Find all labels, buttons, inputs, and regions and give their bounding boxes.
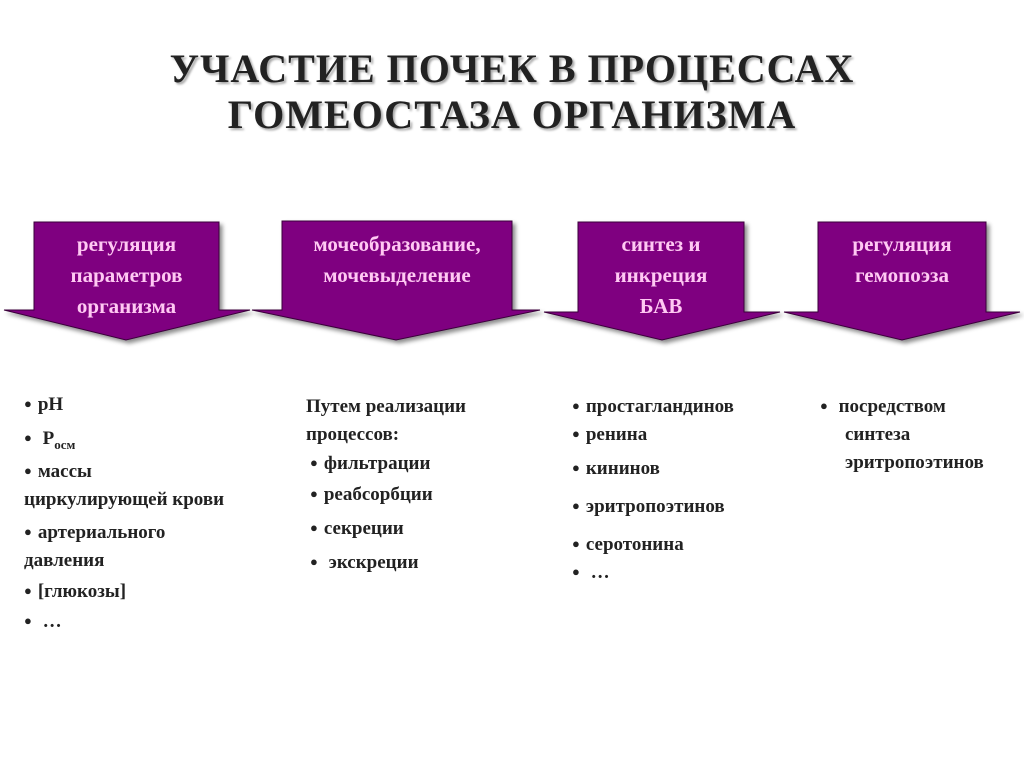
etc-label: …: [42, 611, 62, 632]
list-item-arterial-pressure: ● артериального: [24, 522, 165, 544]
bullet-icon: ●: [24, 613, 32, 628]
list-item-secretion: ● секреции: [310, 518, 404, 540]
p-label: P: [42, 428, 55, 449]
title-line-2: ГОМЕОСТАЗА ОРГАНИЗМА: [227, 92, 797, 137]
filtration-label: фильтрации: [323, 453, 431, 474]
bullet-icon: ●: [572, 536, 580, 551]
arrow-1-shape: [3, 221, 251, 341]
bullet-icon: ●: [24, 430, 32, 445]
etc-label: …: [590, 562, 610, 583]
arrow-2-line-2: мочевыделение: [323, 263, 471, 287]
bullet-icon: ●: [310, 486, 318, 501]
erythropoietins-label: эритропоэтинов: [845, 452, 984, 473]
arrow-1-line-1: регуляция: [76, 232, 177, 256]
arrow-3-line-3: БАВ: [639, 294, 683, 318]
title-line-1: УЧАСТИЕ ПОЧЕК В ПРОЦЕССАХ: [169, 46, 855, 91]
mass-line-2: циркулирующей крови: [24, 489, 225, 510]
bullet-icon: ●: [310, 554, 318, 569]
list-item-osmotic-pressure: ● Pосм: [24, 428, 75, 453]
list-item-ph: ● pH: [24, 394, 63, 416]
list-item-excretion: ● экскреции: [310, 552, 419, 574]
arrow-1-label: регуляция параметров организма: [34, 229, 219, 322]
list-item-prostaglandins: ● простагландинов: [572, 396, 734, 418]
arrow-3-shape: [543, 221, 781, 341]
synthesis-label: синтеза: [845, 424, 911, 445]
list-item-etc: ● …: [572, 562, 610, 584]
bullet-icon: ●: [572, 398, 580, 413]
bullet-icon: ●: [572, 426, 580, 441]
list-item-via-synthesis: ● посредством: [820, 396, 946, 418]
art-line-1: артериального: [37, 522, 166, 543]
prostaglandins-label: простагландинов: [585, 396, 734, 417]
bullet-icon: ●: [24, 463, 32, 478]
arrow-3-line-1: синтез и: [621, 232, 701, 256]
arrow-4-line-1: регуляция: [852, 232, 952, 256]
p-subscript: осм: [54, 436, 76, 452]
bullet-icon: ●: [24, 583, 32, 598]
bullet-icon: ●: [310, 455, 318, 470]
ph-label: pH: [37, 394, 64, 415]
excretion-label: экскреции: [328, 552, 419, 573]
list-item-blood-mass: ● массы: [24, 461, 92, 483]
via-label: посредством: [838, 396, 946, 417]
list-item-erythropoietins: ● эритропоэтинов: [572, 496, 725, 518]
list-item-kinins: ● кининов: [572, 458, 660, 480]
arrow-2-shape: [251, 220, 541, 341]
list-item-etc: ● …: [24, 611, 62, 633]
arrow-1-line-3: организма: [76, 294, 177, 318]
erythropoietins-label: эритропоэтинов: [585, 496, 725, 517]
bullet-icon: ●: [310, 520, 318, 535]
list-item-glucose: ● [глюкозы]: [24, 581, 126, 603]
arrow-2-label: мочеобразование, мочевыделение: [282, 229, 512, 291]
bullet-icon: ●: [572, 460, 580, 475]
mass-line-1: массы: [37, 461, 92, 482]
kinins-label: кининов: [585, 458, 660, 479]
intro-line-2: процессов:: [306, 424, 400, 445]
slide-title: УЧАСТИЕ ПОЧЕК В ПРОЦЕССАХ ГОМЕОСТАЗА ОРГ…: [0, 46, 1024, 138]
reabsorption-label: реабсорбции: [323, 484, 433, 505]
bullet-icon: ●: [572, 564, 580, 579]
arrow-3-line-2: инкреция: [614, 263, 708, 287]
serotonin-label: серотонина: [585, 534, 684, 555]
list-item-reabsorption: ● реабсорбции: [310, 484, 433, 506]
art-line-2: давления: [24, 550, 105, 571]
bullet-icon: ●: [820, 398, 828, 413]
arrow-3-label: синтез и инкреция БАВ: [578, 229, 744, 322]
arrow-4-shape: [783, 221, 1021, 341]
bullet-icon: ●: [24, 396, 32, 411]
glucose-label: [глюкозы]: [37, 581, 127, 602]
renin-label: ренина: [585, 424, 648, 445]
list-item-serotonin: ● серотонина: [572, 534, 684, 556]
arrow-4-label: регуляция гемопоэза: [818, 229, 986, 291]
list-item-filtration: ● фильтрации: [310, 453, 430, 475]
secretion-label: секреции: [323, 518, 404, 539]
arrow-1-line-2: параметров: [70, 263, 183, 287]
bullet-icon: ●: [572, 498, 580, 513]
arrow-2-line-1: мочеобразование,: [313, 232, 481, 256]
arrow-4-line-2: гемопоэза: [855, 263, 949, 287]
list-item-renin: ● ренина: [572, 424, 647, 446]
intro-line-1: Путем реализации: [306, 396, 466, 417]
bullet-icon: ●: [24, 524, 32, 539]
